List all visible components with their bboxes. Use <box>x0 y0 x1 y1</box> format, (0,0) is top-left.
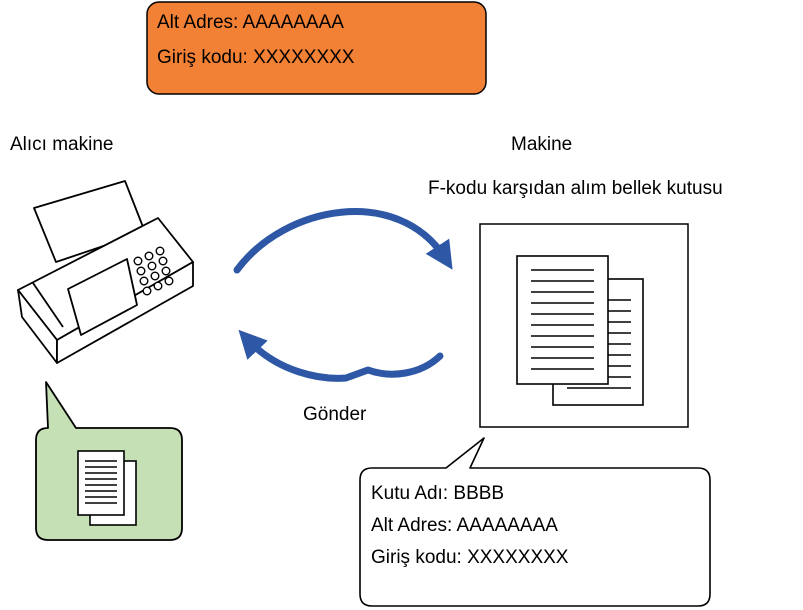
bottom-callout-line2: Alt Adres: AAAAAAAA <box>371 515 558 536</box>
bottom-callout-line3: Giriş kodu: XXXXXXXX <box>371 547 569 568</box>
send-arrow <box>238 329 444 382</box>
top-callout-box <box>146 1 487 95</box>
receiver-label: Alıcı makine <box>10 134 114 155</box>
request-arrow <box>233 208 453 274</box>
bottom-callout-line1: Kutu Adı: BBBB <box>371 483 505 504</box>
memory-documents-icon <box>516 255 644 406</box>
top-callout-line2: Giriş kodu: XXXXXXXX <box>157 47 355 68</box>
top-callout-line1: Alt Adres: AAAAAAAA <box>157 12 344 33</box>
machine-label: Makine <box>511 134 573 155</box>
document-icon <box>77 450 137 526</box>
bottom-callout-box <box>359 437 711 607</box>
send-label: Gönder <box>303 404 367 425</box>
memory-box-label: F-kodu karşıdan alım bellek kutusu <box>428 178 723 199</box>
keypad-icon <box>133 246 174 296</box>
